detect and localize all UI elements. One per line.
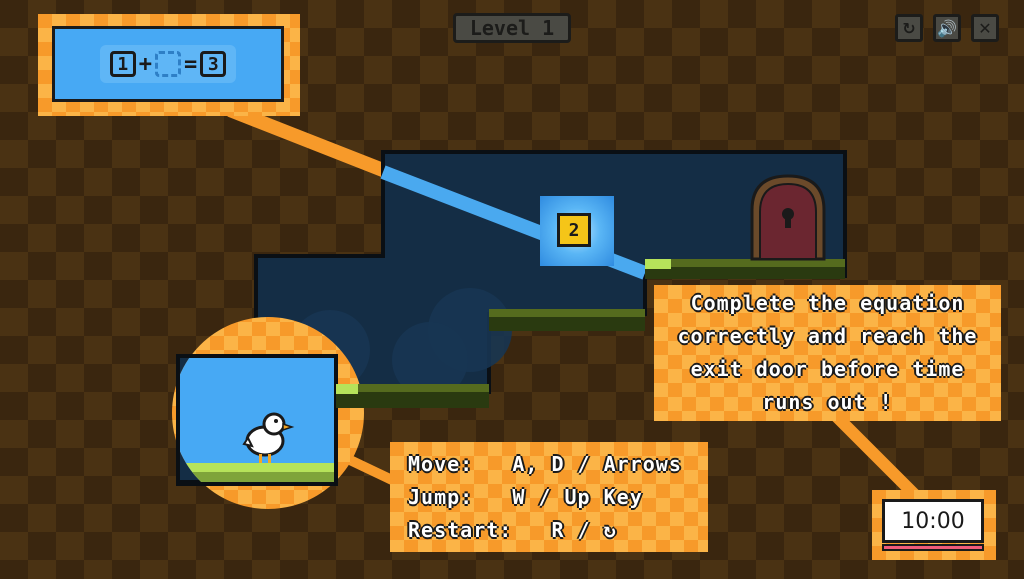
close-icon: ✕ [978, 18, 992, 38]
info-text: Complete the equation correctly and reac… [677, 291, 978, 414]
equation-result-tile: 3 [200, 51, 227, 77]
info-panel: Complete the equation correctly and reac… [654, 285, 1001, 421]
number-tile-glow: 2 [540, 196, 614, 266]
restart-label: Restart: [408, 518, 513, 542]
close-button[interactable]: ✕ [971, 14, 999, 42]
equation-empty-slot[interactable] [155, 51, 181, 77]
equation-frame: 1 + = 3 [38, 14, 300, 116]
restart-small-icon: ↻ [603, 518, 617, 542]
restart-icon: ↻ [902, 18, 916, 38]
controls-restart: Restart: R / ↻ [408, 518, 617, 542]
connector-line-controls [347, 455, 395, 485]
duck-player [242, 412, 295, 463]
jump-keys: W / Up Key [512, 485, 643, 509]
move-label: Move: [408, 452, 474, 476]
equation-operator: + [138, 51, 152, 77]
controls-panel: Move: A, D / Arrows Jump: W / Up Key Res… [390, 442, 708, 552]
equation-panel: 1 + = 3 [52, 26, 284, 102]
connector-line-timer [830, 410, 920, 500]
controls-jump: Jump: W / Up Key [408, 485, 643, 509]
controls-move: Move: A, D / Arrows [408, 452, 682, 476]
timer-display: 10:00 [882, 499, 984, 543]
timer-bar [882, 544, 984, 551]
restart-keys: R / [551, 518, 591, 542]
speaker-icon: 🔊 [937, 18, 957, 38]
equation-left-tile: 1 [109, 51, 136, 77]
timer-frame: 10:00 [872, 490, 996, 560]
restart-button[interactable]: ↻ [895, 14, 923, 42]
equation-equals: = [184, 51, 198, 77]
jump-label: Jump: [408, 485, 474, 509]
number-tile[interactable]: 2 [557, 213, 591, 247]
equation: 1 + = 3 [99, 45, 237, 83]
sound-button[interactable]: 🔊 [933, 14, 961, 42]
level-label: Level 1 [453, 13, 571, 43]
exit-door [750, 174, 826, 261]
move-keys: A, D / Arrows [512, 452, 682, 476]
